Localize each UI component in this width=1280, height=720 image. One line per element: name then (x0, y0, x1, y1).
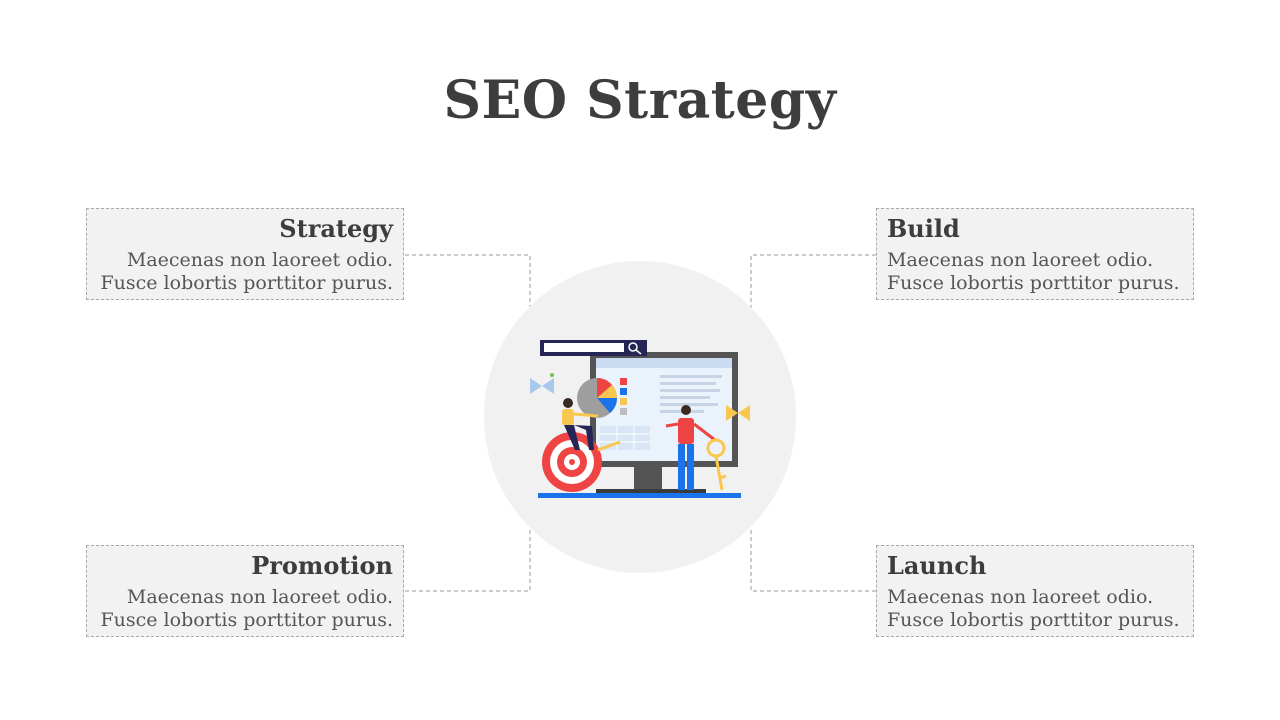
card-strategy: Strategy Maecenas non laoreet odio. Fusc… (86, 208, 404, 300)
card-launch-body: Maecenas non laoreet odio. Fusce loborti… (887, 586, 1180, 631)
connector-promotion (405, 530, 531, 592)
card-promotion-heading: Promotion (251, 551, 393, 580)
connector-build (750, 254, 876, 310)
card-promotion: Promotion Maecenas non laoreet odio. Fus… (86, 545, 404, 637)
seo-computer-illustration (530, 340, 750, 498)
card-promotion-body: Maecenas non laoreet odio. Fusce loborti… (100, 586, 393, 631)
card-launch: Launch Maecenas non laoreet odio. Fusce … (876, 545, 1194, 637)
card-strategy-heading: Strategy (279, 214, 393, 243)
card-build-body: Maecenas non laoreet odio. Fusce loborti… (887, 249, 1180, 294)
connector-launch (750, 530, 876, 592)
page-title: SEO Strategy (443, 70, 837, 131)
card-build-heading: Build (887, 214, 960, 243)
card-launch-heading: Launch (887, 551, 987, 580)
card-build: Build Maecenas non laoreet odio. Fusce l… (876, 208, 1194, 300)
connector-strategy (405, 254, 531, 310)
card-strategy-body: Maecenas non laoreet odio. Fusce loborti… (100, 249, 393, 294)
